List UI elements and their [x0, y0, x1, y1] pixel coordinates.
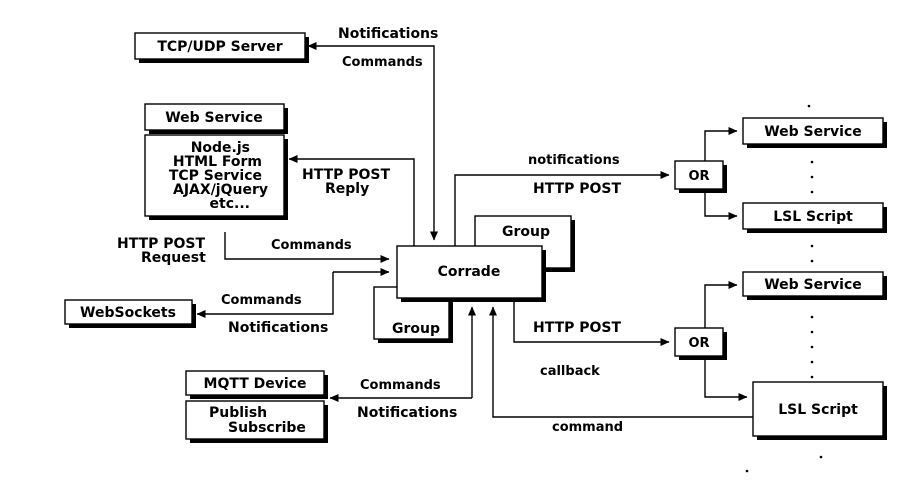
- http-post-reply-line1: HTTP POST: [302, 167, 391, 183]
- list-item-ajax-jquery: AJAX/jQuery: [173, 182, 268, 198]
- subscribe-label: Subscribe: [228, 420, 306, 436]
- callback-http-post-arrow: [513, 298, 670, 346]
- http-post-bottom-label: HTTP POST: [533, 320, 622, 336]
- http-post-top-label: HTTP POST: [533, 181, 622, 197]
- mqtt-commands-label: Commands: [360, 378, 441, 393]
- command-arrow: [489, 306, 753, 418]
- tcp-notifications-arrow: [307, 42, 435, 70]
- request-commands-label: Commands: [271, 238, 352, 253]
- dot: [810, 375, 814, 379]
- ellipsis-dots: [745, 104, 823, 473]
- web-service-right-bottom-label: Web Service: [764, 277, 862, 293]
- lsl-script-bottom-box: LSL Script: [752, 381, 887, 440]
- http-post-request-line1: HTTP POST: [117, 236, 206, 252]
- tcp-udp-server-label: TCP/UDP Server: [157, 39, 282, 55]
- publish-subscribe-box: Publish Subscribe: [185, 400, 328, 443]
- or-top-box: OR: [674, 160, 727, 193]
- list-item-html-form: HTML Form: [173, 154, 262, 170]
- group-top-label: Group: [502, 224, 550, 240]
- corrade-label: Corrade: [438, 264, 501, 280]
- dot: [810, 190, 814, 194]
- dot: [810, 244, 814, 248]
- websockets-label: WebSockets: [80, 305, 176, 321]
- mqtt-device-box: MQTT Device: [185, 370, 328, 399]
- corrade-box: Corrade: [396, 245, 546, 302]
- dot: [810, 160, 814, 164]
- lsl-script-top-box: LSL Script: [742, 202, 887, 233]
- dot: [745, 469, 749, 473]
- websockets-commands-arrow: [196, 272, 334, 318]
- or-bottom-to-web-service-arrow: [704, 281, 738, 328]
- or-top-label: OR: [688, 169, 709, 184]
- or-bottom-to-lsl-script-arrow: [704, 356, 748, 401]
- web-service-right-top-box: Web Service: [742, 117, 887, 148]
- callback-label: callback: [540, 364, 600, 379]
- web-service-left-label: Web Service: [165, 110, 263, 126]
- dot: [810, 259, 814, 263]
- websockets-box: WebSockets: [64, 299, 196, 328]
- or-top-to-lsl-script-arrow: [704, 189, 738, 220]
- dot: [807, 104, 811, 108]
- web-service-right-top-label: Web Service: [764, 124, 862, 140]
- dot: [810, 315, 814, 319]
- web-service-right-bottom-box: Web Service: [742, 271, 887, 300]
- dot: [819, 455, 823, 459]
- websockets-commands-label: Commands: [221, 293, 302, 308]
- websockets-notifications-label: Notifications: [228, 320, 328, 336]
- notifications-http-post-arrow: [454, 171, 670, 246]
- dot: [810, 175, 814, 179]
- dot: [810, 345, 814, 349]
- group-bottom-label: Group: [392, 321, 440, 337]
- http-post-reply-line2: Reply: [325, 181, 369, 197]
- tcp-udp-server-box: TCP/UDP Server: [134, 32, 309, 63]
- dot: [810, 330, 814, 334]
- http-post-reply-arrow: [288, 155, 415, 246]
- or-bottom-box: OR: [674, 327, 727, 360]
- list-item-tcp-service: TCP Service: [169, 168, 262, 184]
- mqtt-device-label: MQTT Device: [204, 376, 307, 392]
- edge-labels: Notifications Commands HTTP POST Reply H…: [117, 26, 623, 435]
- or-bottom-label: OR: [688, 336, 709, 351]
- dot: [810, 360, 814, 364]
- list-item-nodejs: Node.js: [191, 140, 250, 156]
- or-top-to-web-service-arrow: [704, 127, 738, 161]
- mqtt-notifications-label: Notifications: [357, 405, 457, 421]
- connectors: [196, 42, 753, 418]
- tcp-commands-label: Commands: [342, 55, 423, 70]
- list-item-etc: etc...: [210, 196, 250, 212]
- web-service-left-list-box: Node.js HTML Form TCP Service AJAX/jQuer…: [144, 134, 288, 220]
- publish-label: Publish: [209, 405, 267, 421]
- command-label: command: [552, 420, 623, 435]
- lsl-script-top-label: LSL Script: [773, 209, 853, 225]
- http-post-request-line2: Request: [141, 250, 206, 266]
- notifications-label: notifications: [528, 153, 620, 168]
- tcp-notifications-label: Notifications: [338, 26, 438, 42]
- web-service-left-box: Web Service: [144, 103, 288, 134]
- http-post-request-arrow: [224, 232, 390, 263]
- lsl-script-bottom-label: LSL Script: [778, 402, 858, 418]
